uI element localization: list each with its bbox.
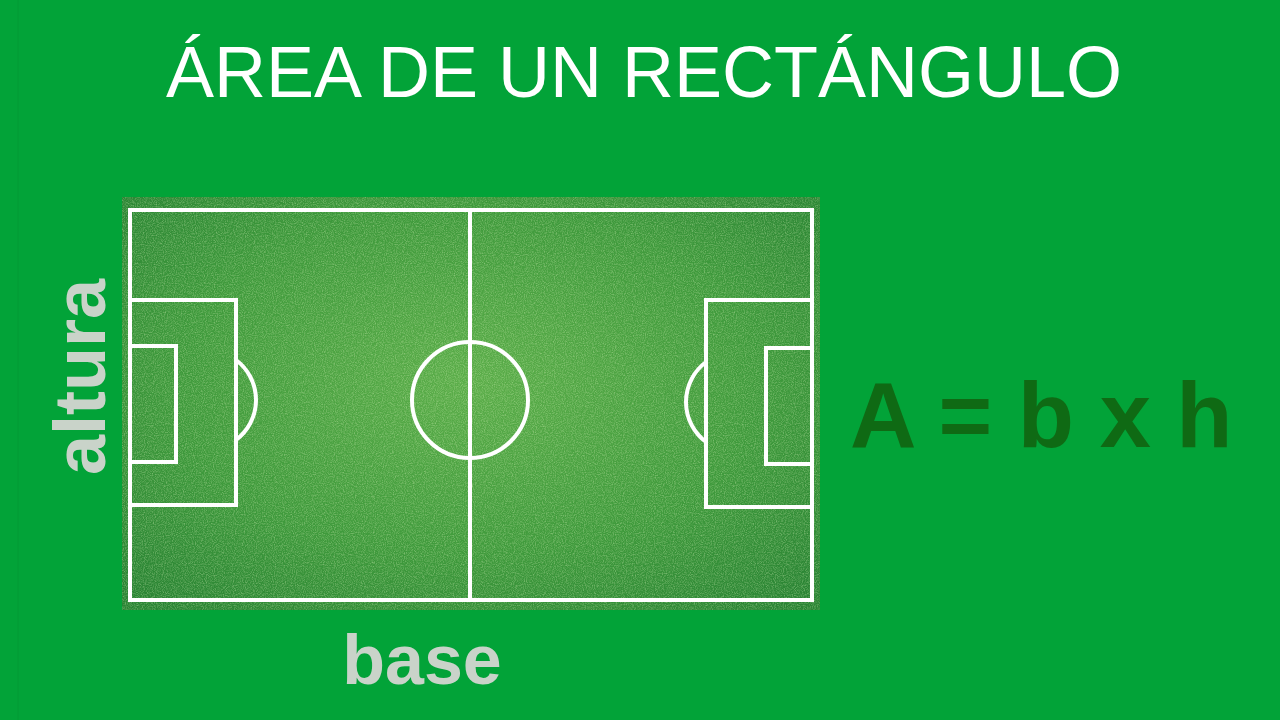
penalty-box xyxy=(706,300,812,507)
penalty-arc xyxy=(686,362,706,442)
goal-box xyxy=(766,348,812,464)
height-label: altura xyxy=(44,279,116,475)
base-label: base xyxy=(342,625,502,695)
goal-box xyxy=(130,346,176,462)
pitch-lines xyxy=(130,210,812,600)
area-formula: A = b x h xyxy=(850,369,1233,461)
grass-texture xyxy=(122,197,820,610)
grass xyxy=(122,197,820,610)
frame-line xyxy=(18,0,19,720)
center-circle xyxy=(412,342,528,458)
penalty-box xyxy=(130,300,236,505)
title: ÁREA DE UN RECTÁNGULO xyxy=(166,36,1122,108)
penalty-arc xyxy=(236,360,256,440)
touch-lines xyxy=(130,210,812,600)
halfway-line xyxy=(468,210,472,600)
